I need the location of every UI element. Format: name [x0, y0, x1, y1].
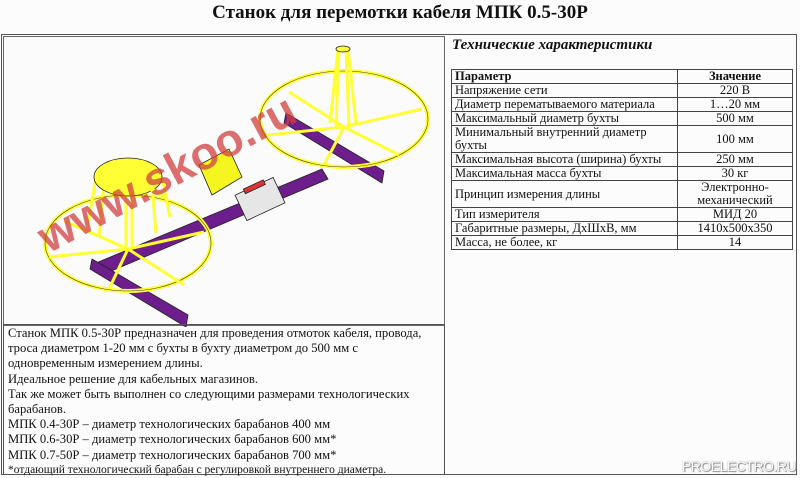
param-cell: Максимальная масса бухты	[451, 166, 678, 181]
value-cell: 100 мм	[677, 125, 793, 153]
left-crossbar	[89, 258, 189, 327]
value-cell: 250 мм	[677, 152, 793, 167]
value-cell: 14	[677, 235, 793, 250]
param-cell: Принцип измерения длины	[451, 180, 678, 208]
value-cell: 500 мм	[677, 111, 793, 126]
value-cell: Электронно-механический	[677, 180, 793, 208]
param-cell: Тип измерителя	[451, 207, 678, 222]
param-cell: Диаметр перематываемого материала	[451, 97, 678, 112]
site-watermark: PROELECTRO.RU	[681, 458, 797, 474]
description-line: Станок МПК 0.5-30Р предназначен для пров…	[8, 326, 422, 371]
value-cell: 1…20 мм	[677, 97, 793, 112]
param-cell: Масса, не более, кг	[451, 235, 678, 250]
value-cell: 220 В	[677, 83, 793, 98]
description: Станок МПК 0.5-30Р предназначен для пров…	[3, 324, 445, 476]
param-cell: Напряжение сети	[451, 83, 678, 98]
description-line: Идеальное решение для кабельных магазино…	[8, 371, 259, 386]
table-header-row: Параметр Значение	[451, 69, 793, 84]
drive-unit	[198, 148, 243, 196]
param-cell: Максимальный диаметр бухты	[451, 111, 678, 126]
description-line: Так же может быть выполнен со следующими…	[8, 386, 410, 417]
value-cell: 1410x500x350	[677, 221, 793, 236]
column-header: Параметр	[451, 69, 678, 84]
page-title: Станок для перемотки кабеля МПК 0.5-30Р	[212, 2, 588, 23]
description-line: МПК 0.6-30Р – диаметр технологических ба…	[8, 432, 337, 447]
description-line: МПК 0.4-30Р – диаметр технологических ба…	[8, 417, 331, 432]
param-cell: Габаритные размеры, ДхШхВ, мм	[451, 221, 678, 236]
specs-heading: Технические характеристики	[452, 37, 653, 53]
param-cell: Максимальная высота (ширина) бухты	[451, 152, 678, 167]
machine-illustration: www.skoo.ru	[3, 36, 445, 327]
value-cell: МИД 20	[677, 207, 793, 222]
column-header: Значение	[677, 69, 793, 84]
param-cell: Минимальный внутренний диаметр бухты	[451, 125, 678, 153]
description-line: МПК 0.7-50Р – диаметр технологических ба…	[8, 447, 337, 462]
description-footnote: *отдающий технологический барабан с регу…	[8, 463, 387, 476]
value-cell: 30 кг	[677, 166, 793, 181]
